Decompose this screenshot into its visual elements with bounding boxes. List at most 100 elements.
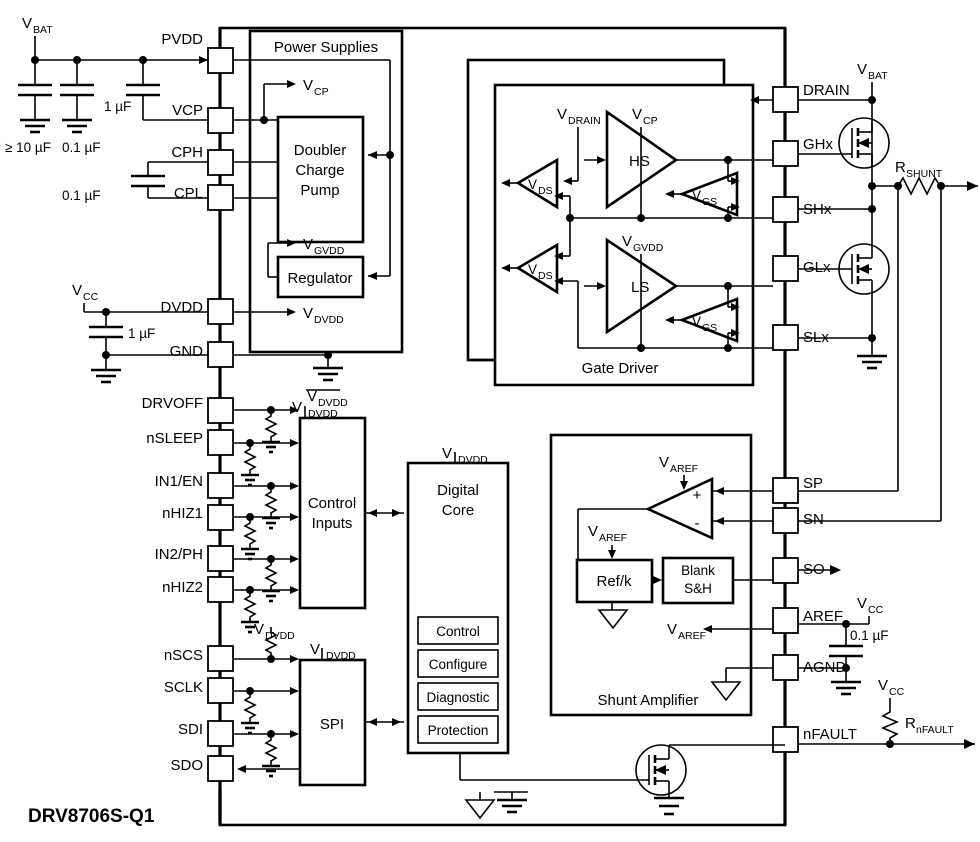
pin-dvdd[interactable] — [207, 298, 234, 325]
label-cap-dvdd: 1 µF — [128, 326, 155, 341]
digital-core-item-configure — [417, 649, 499, 678]
label-vdvdd-net-sub: DVDD — [314, 314, 344, 326]
vgs-hs-comparator — [678, 171, 739, 217]
label-vdvdd-spi: V — [310, 641, 320, 658]
label-pin-ghx: GHx — [803, 136, 834, 153]
pulldown-resistor-sclk — [243, 691, 257, 723]
label-vbat-right: V — [857, 61, 867, 78]
label-vcc2: V — [857, 595, 867, 612]
pin-nsleep[interactable] — [207, 429, 234, 456]
label-rnfault-sub: nFAULT — [916, 724, 954, 736]
label-pin-sp: SP — [803, 475, 823, 492]
pulldown-resistor-nsleep — [243, 443, 257, 475]
high-side-mosfet — [838, 117, 890, 169]
label-pin-gnd: GND — [170, 343, 204, 360]
pin-nfault[interactable] — [772, 726, 799, 753]
label-pin-nsleep: nSLEEP — [146, 430, 203, 447]
doubler-charge-pump-block — [276, 115, 365, 244]
label-vgvdd-net: V — [303, 236, 313, 253]
label-vbat-left: V — [22, 15, 32, 32]
label-varef-out-sub: AREF — [678, 630, 706, 642]
pulldown-resistor-nhiz2 — [243, 590, 257, 622]
vds-ls-comparator — [515, 242, 559, 295]
label-shunt-amplifier: Shunt Amplifier — [598, 692, 699, 709]
pin-nscs[interactable] — [207, 645, 234, 672]
pin-drvoff[interactable] — [207, 397, 234, 424]
pin-shx[interactable] — [772, 196, 799, 223]
pin-gnd[interactable] — [207, 341, 234, 368]
label-gate-driver: Gate Driver — [582, 360, 659, 377]
pin-slx[interactable] — [772, 324, 799, 351]
label-pin-sn: SN — [803, 511, 824, 528]
pin-in1-en[interactable] — [207, 472, 234, 499]
shunt-resistor-zigzag — [897, 176, 941, 196]
label-varef-refk-sub: AREF — [599, 532, 627, 544]
label-vgs-ls: V — [692, 314, 701, 329]
label-regulator: Regulator — [287, 270, 352, 287]
refk-block — [575, 558, 654, 604]
arrow-drain-into-gd — [750, 96, 759, 104]
arrow-sn-into-amp — [715, 517, 724, 525]
pin-aref[interactable] — [772, 607, 799, 634]
label-gnd-ref-vdvdd-sub: DVDD — [318, 397, 348, 409]
label-pin-cph: CPH — [171, 144, 203, 161]
label-vgvdd-ls: V — [622, 233, 632, 250]
pin-nhiz2[interactable] — [207, 576, 234, 603]
label-pin-pvdd: PVDD — [161, 31, 203, 48]
control-inputs-block: Control Inputs V DVDD — [233, 399, 404, 642]
current-sense-amplifier — [644, 476, 714, 541]
pin-ghx[interactable] — [772, 140, 799, 167]
label-vcp-hs: V — [632, 106, 642, 123]
pin-sn[interactable] — [772, 507, 799, 534]
pin-sdo[interactable] — [207, 755, 234, 782]
label-pin-nhiz2: nHIZ2 — [162, 579, 203, 596]
nfault-open-drain-fet — [635, 744, 785, 816]
pin-agnd[interactable] — [772, 654, 799, 681]
label-vcc1: V — [72, 282, 82, 299]
digital-core-item-protection — [417, 715, 499, 744]
nfault-pullup-resistor — [880, 706, 900, 744]
analog-ground-symbol — [464, 799, 496, 820]
pin-nhiz1[interactable] — [207, 504, 234, 531]
pin-glx[interactable] — [772, 255, 799, 282]
label-vcc3: V — [878, 677, 888, 694]
label-varef-out: V — [667, 621, 677, 638]
pin-pvdd[interactable] — [207, 47, 234, 74]
pin-sp[interactable] — [772, 477, 799, 504]
label-vdvdd-spi-area-sub: DVDD — [265, 630, 295, 642]
pin-sdi[interactable] — [207, 720, 234, 747]
arrow-sp-into-amp — [715, 487, 724, 495]
arrow-vdrain-to-vds-hs — [563, 177, 572, 185]
pin-cph[interactable] — [207, 149, 234, 176]
arrow-cp-supply — [368, 151, 377, 159]
label-vgvdd-net-sub: GVDD — [314, 245, 345, 257]
label-vdvdd-spi-area: V — [254, 621, 264, 638]
label-vdvdd-net: V — [303, 305, 313, 322]
label-vdrain-sub: DRAIN — [568, 115, 601, 127]
label-pin-nhiz1: nHIZ1 — [162, 505, 203, 522]
arrow-vds-hs-out — [501, 179, 510, 187]
label-blank-1: Blank — [681, 563, 715, 578]
shunt-analog-ground-symbol — [710, 681, 742, 702]
ground-symbol-nfault-fet — [654, 796, 684, 816]
label-pin-sdi: SDI — [178, 721, 203, 738]
label-pin-drain: DRAIN — [803, 82, 850, 99]
pin-in2-ph[interactable] — [207, 545, 234, 572]
pin-so[interactable] — [772, 557, 799, 584]
pin-vcp[interactable] — [207, 107, 234, 134]
pin-cpl[interactable] — [207, 184, 234, 211]
label-vgvdd-ls-sub: GVDD — [633, 242, 664, 254]
label-pin-glx: GLx — [803, 259, 831, 276]
arrow-vgs-hs-in2 — [731, 203, 740, 211]
arrow-vgs-ls-out — [665, 316, 674, 324]
arrow-aref-in — [703, 625, 712, 633]
label-vds-ls-sub: DS — [538, 270, 553, 282]
label-vcp-net-sub: CP — [314, 86, 329, 98]
pulldown-resistor-in1 — [264, 486, 278, 518]
label-vbat-right-sub: BAT — [868, 70, 888, 82]
pin-sclk[interactable] — [207, 677, 234, 704]
pin-drain[interactable] — [772, 86, 799, 113]
label-vgs-hs: V — [692, 188, 701, 203]
shunt-amplifier-block: Shunt Amplifier V AREF + - Ref/k V AREF … — [549, 433, 773, 717]
